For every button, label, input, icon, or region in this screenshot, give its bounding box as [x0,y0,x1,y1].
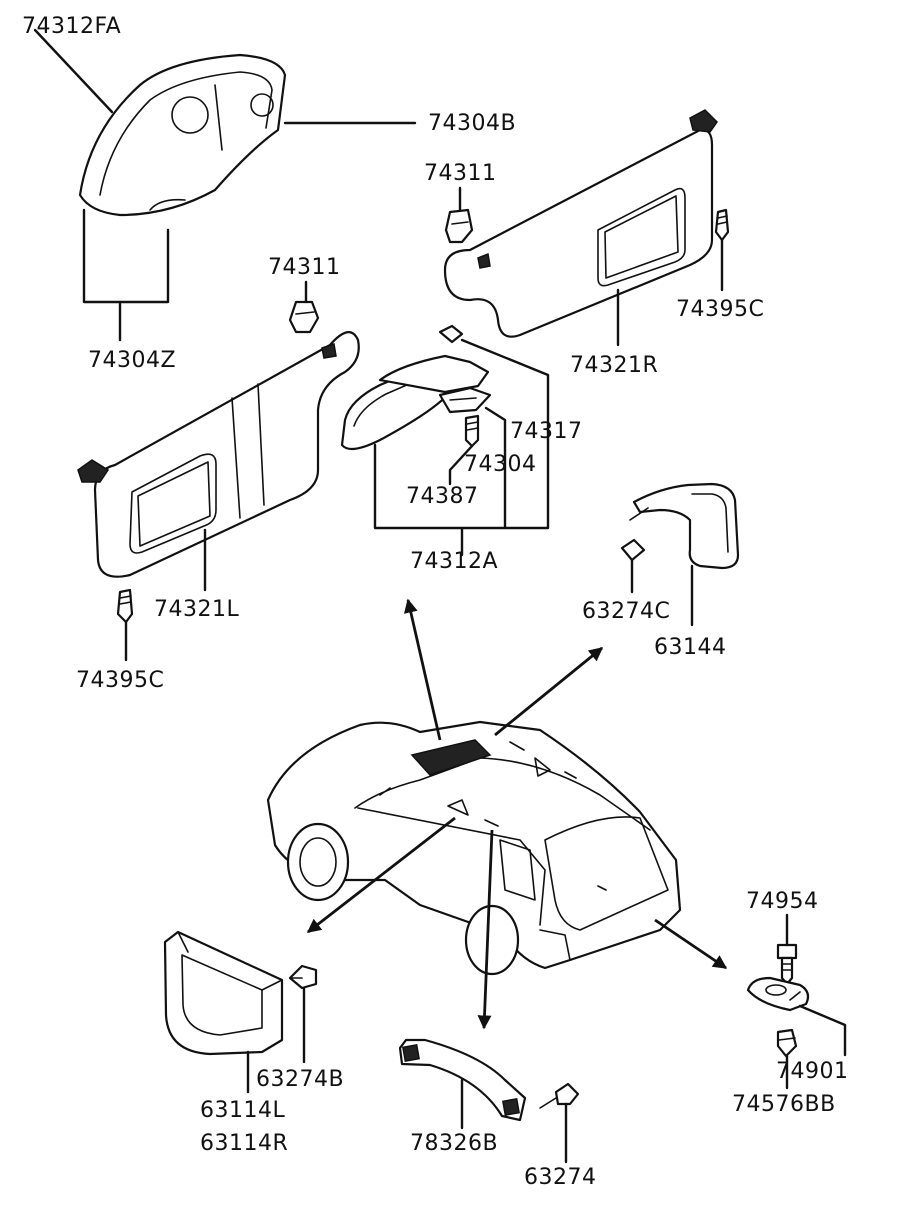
label-74311-right: 74311 [424,161,497,186]
rear-view-mirror [340,324,492,451]
screw-74395C-right [714,208,730,242]
label-74901: 74901 [776,1059,849,1084]
assist-grip-78326B [398,1038,527,1122]
sun-visor-right [443,109,718,338]
label-74311-left: 74311 [268,255,341,280]
label-74321L: 74321L [154,597,239,622]
overhead-console-cover [78,53,287,217]
hook-74901 [746,976,810,1012]
sun-visor-left [77,331,360,578]
label-63274C: 63274C [582,599,670,624]
clip-74311-left [288,300,320,334]
label-74321R: 74321R [570,353,658,378]
label-63114L: 63114L [200,1098,285,1123]
screw-63274B [288,964,318,990]
label-74954: 74954 [746,889,819,914]
label-63114R: 63114R [200,1131,288,1156]
label-74304B: 74304B [428,111,516,136]
screw-63274C [620,538,646,562]
label-74576BB: 74576BB [732,1092,836,1117]
screw-74387 [464,414,480,448]
label-74395C-right: 74395C [676,297,764,322]
arrow-to-mirror [403,598,442,741]
label-74387: 74387 [406,484,479,509]
screw-74395C-left [116,588,134,624]
clip-74576BB [776,1028,798,1058]
arrow-to-hook [654,918,728,970]
screw-63274 [539,1082,580,1109]
label-74312FA: 74312FA [22,14,121,39]
arrow-to-grip-78326B [477,829,494,1030]
leader-74901 [798,1004,847,1057]
label-74312A: 74312A [410,549,498,574]
bolt-74954 [776,943,798,986]
label-74304Z: 74304Z [88,348,176,373]
arrow-to-grip-rear [306,816,456,934]
leader-74304Z [82,208,170,342]
label-63274: 63274 [524,1165,597,1190]
label-74317: 74317 [510,419,583,444]
leader-74312FA [33,28,114,114]
clip-74311-right [444,208,474,244]
label-78326B: 78326B [410,1131,498,1156]
label-63144: 63144 [654,635,727,660]
leader-74312A [373,338,550,557]
vehicle-outline [266,720,682,976]
label-74395C-left: 74395C [76,668,164,693]
assist-grip-63144 [629,482,740,570]
label-63274B: 63274B [256,1067,344,1092]
assist-grip-63114 [163,930,284,1056]
label-74304: 74304 [464,452,537,477]
arrow-to-grip-front [494,646,604,737]
